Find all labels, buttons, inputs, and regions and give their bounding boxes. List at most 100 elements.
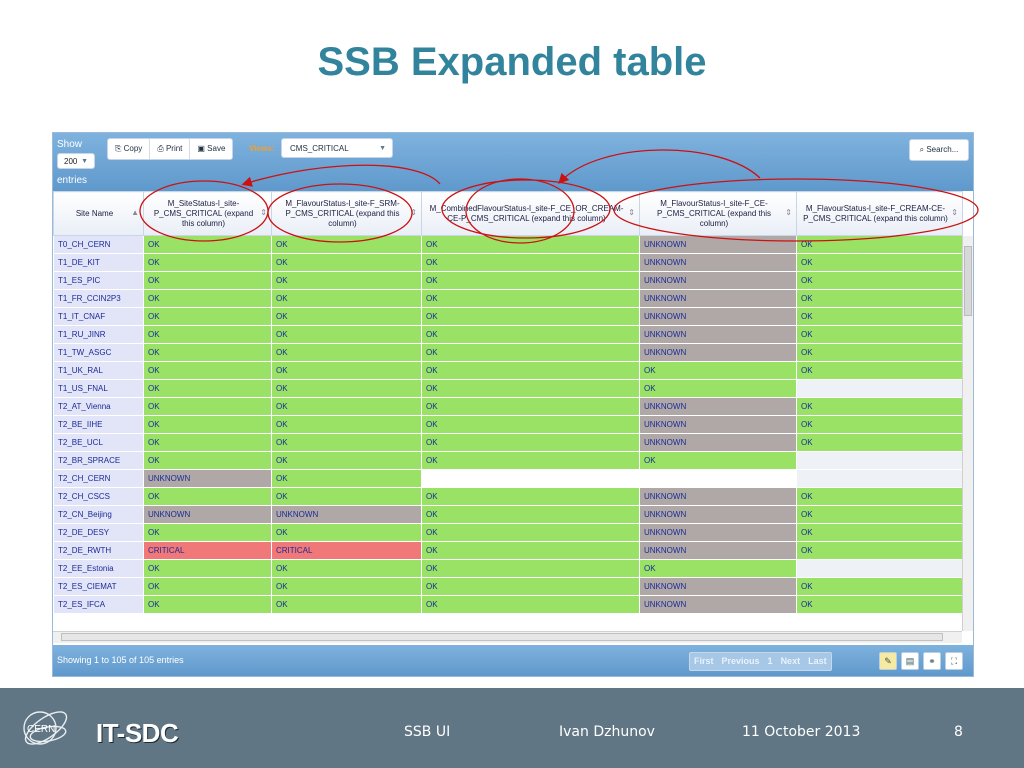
save-button[interactable]: ▣ Save bbox=[190, 139, 232, 159]
site-name-cell[interactable]: T2_BR_SPRACE bbox=[53, 451, 144, 470]
last-page-button[interactable]: Last bbox=[808, 656, 827, 666]
page-length-select[interactable]: 200▼ bbox=[57, 153, 95, 169]
vertical-scrollbar[interactable] bbox=[962, 236, 973, 631]
site-name-cell[interactable]: T2_CH_CSCS bbox=[53, 487, 144, 506]
views-label: Views: bbox=[249, 144, 275, 153]
site-name-cell[interactable]: T2_AT_Vienna bbox=[53, 397, 144, 416]
site-name-cell[interactable]: T2_CN_Beijing bbox=[53, 505, 144, 524]
column-header-4[interactable]: M_FlavourStatus-l_site-F_CE-P_CMS_CRITIC… bbox=[639, 191, 797, 236]
column-header-5[interactable]: M_FlavourStatus-l_site-F_CREAM-CE-P_CMS_… bbox=[796, 191, 963, 236]
link-icon[interactable]: ⚭ bbox=[923, 652, 941, 670]
search-label: Search... bbox=[926, 145, 959, 154]
site-name-cell[interactable]: T1_UK_RAL bbox=[53, 361, 144, 380]
status-cell: OK bbox=[143, 595, 272, 614]
site-name-cell[interactable]: T1_IT_CNAF bbox=[53, 307, 144, 326]
site-name-cell[interactable]: T1_US_FNAL bbox=[53, 379, 144, 398]
sort-icon[interactable]: ⇕ bbox=[628, 208, 635, 217]
status-cell: OK bbox=[421, 289, 640, 308]
page-length-value: 200 bbox=[64, 157, 78, 166]
status-cell: UNKNOWN bbox=[639, 307, 797, 326]
horizontal-scroll-thumb[interactable] bbox=[61, 633, 943, 641]
status-cell: OK bbox=[421, 307, 640, 326]
site-name-cell[interactable]: T2_DE_DESY bbox=[53, 523, 144, 542]
column-header-label: M_FlavourStatus-l_site-F_CE-P_CMS_CRITIC… bbox=[657, 198, 771, 228]
site-name-cell[interactable]: T2_EE_Estonia bbox=[53, 559, 144, 578]
view-select[interactable]: CMS_CRITICAL▼ bbox=[281, 138, 393, 158]
site-name-cell[interactable]: T2_CH_CERN bbox=[53, 469, 144, 488]
sort-icon[interactable]: ⇕ bbox=[951, 208, 958, 217]
status-cell: UNKNOWN bbox=[639, 415, 797, 434]
status-cell bbox=[639, 469, 797, 488]
copy-label: Copy bbox=[123, 144, 143, 153]
sort-icon[interactable]: ⇕ bbox=[410, 208, 417, 217]
column-header-2[interactable]: M_FlavourStatus-l_site-F_SRM-P_CMS_CRITI… bbox=[271, 191, 422, 236]
status-cell: OK bbox=[271, 343, 422, 362]
column-header-1[interactable]: M_SiteStatus-l_site-P_CMS_CRITICAL (expa… bbox=[143, 191, 272, 236]
page-number-button[interactable]: 1 bbox=[767, 656, 773, 666]
site-name-cell[interactable]: T2_BE_IIHE bbox=[53, 415, 144, 434]
status-cell: UNKNOWN bbox=[639, 487, 797, 506]
status-cell: OK bbox=[271, 469, 422, 488]
column-header-site-name[interactable]: Site Name▲ bbox=[53, 191, 144, 236]
table-toolbar: Show 200▼ entries ⎘ Copy ⎙ Print ▣ Save … bbox=[53, 133, 973, 191]
status-cell: OK bbox=[271, 289, 422, 308]
fullscreen-icon[interactable]: ⛶ bbox=[945, 652, 963, 670]
next-page-button[interactable]: Next bbox=[780, 656, 801, 666]
site-name-cell[interactable]: T1_RU_JINR bbox=[53, 325, 144, 344]
status-cell: OK bbox=[421, 271, 640, 290]
print-button[interactable]: ⎙ Print bbox=[150, 139, 191, 159]
edit-icon[interactable]: ✎ bbox=[879, 652, 897, 670]
columns-icon[interactable]: ▤ bbox=[901, 652, 919, 670]
status-cell: UNKNOWN bbox=[639, 541, 797, 560]
status-cell: OK bbox=[421, 451, 640, 470]
column-header-3[interactable]: M_CombinedFlavourStatus-l_site-F_CE_OR_C… bbox=[421, 191, 640, 236]
site-name-cell[interactable]: T2_ES_IFCA bbox=[53, 595, 144, 614]
site-name-cell[interactable]: T1_DE_KIT bbox=[53, 253, 144, 272]
vertical-scroll-thumb[interactable] bbox=[964, 246, 972, 316]
table-footer: Showing 1 to 105 of 105 entries First Pr… bbox=[53, 645, 973, 676]
status-cell: UNKNOWN bbox=[639, 271, 797, 290]
sort-icon[interactable]: ⇕ bbox=[260, 208, 267, 217]
status-cell: OK bbox=[796, 541, 963, 560]
site-name-cell[interactable]: T2_BE_UCL bbox=[53, 433, 144, 452]
sort-icon[interactable]: ⇕ bbox=[785, 208, 792, 217]
status-cell: OK bbox=[796, 253, 963, 272]
sort-icon[interactable]: ▲ bbox=[131, 208, 139, 217]
horizontal-scrollbar[interactable] bbox=[53, 631, 962, 643]
search-button[interactable]: ⌕ Search... bbox=[909, 139, 969, 161]
first-page-button[interactable]: First bbox=[694, 656, 714, 666]
view-value: CMS_CRITICAL bbox=[290, 144, 349, 153]
site-name-cell[interactable]: T0_CH_CERN bbox=[53, 235, 144, 254]
site-name-cell[interactable]: T2_DE_RWTH bbox=[53, 541, 144, 560]
status-cell: OK bbox=[271, 523, 422, 542]
site-name-cell[interactable]: T1_FR_CCIN2P3 bbox=[53, 289, 144, 308]
previous-page-button[interactable]: Previous bbox=[721, 656, 760, 666]
site-name-cell[interactable]: T1_ES_PIC bbox=[53, 271, 144, 290]
site-name-cell[interactable]: T1_TW_ASGC bbox=[53, 343, 144, 362]
status-cell: OK bbox=[143, 559, 272, 578]
site-name-cell[interactable]: T2_ES_CIEMAT bbox=[53, 577, 144, 596]
copy-button[interactable]: ⎘ Copy bbox=[108, 139, 151, 159]
status-cell: CRITICAL bbox=[271, 541, 422, 560]
